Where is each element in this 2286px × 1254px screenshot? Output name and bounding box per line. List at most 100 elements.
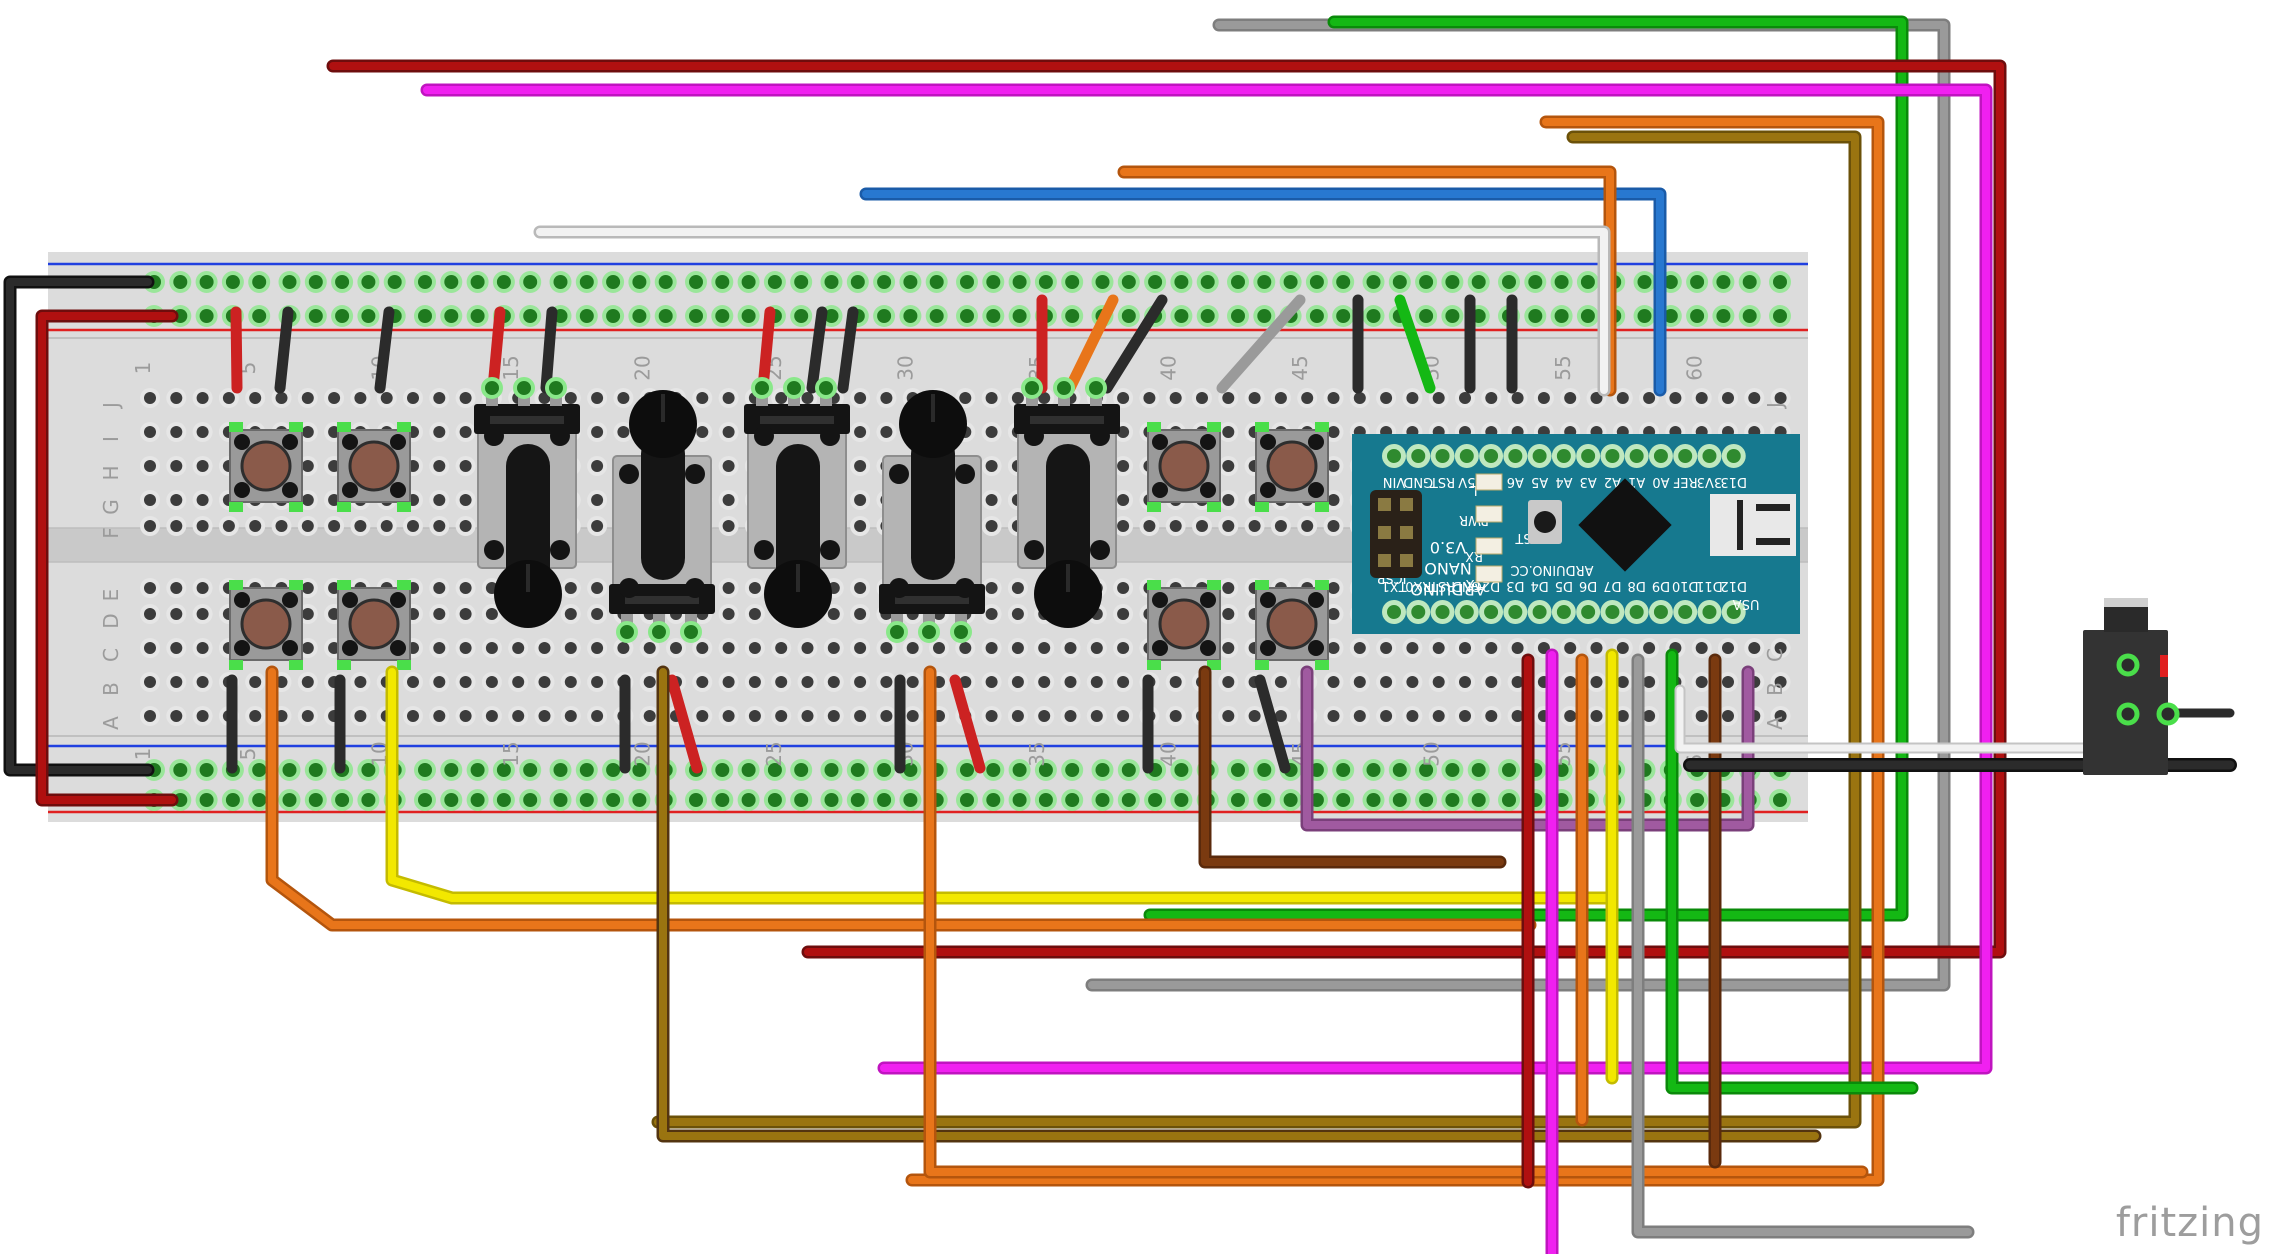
nano-pin-rx0[interactable]: RX0 bbox=[1405, 578, 1431, 624]
breadboard-hole[interactable] bbox=[245, 672, 266, 692]
breadboard-hole[interactable] bbox=[166, 422, 187, 442]
power-rail-hole[interactable] bbox=[575, 271, 598, 293]
power-rail-hole[interactable] bbox=[1170, 789, 1193, 811]
power-rail-hole[interactable] bbox=[711, 789, 734, 811]
breadboard-hole[interactable] bbox=[771, 672, 792, 692]
breadboard-hole[interactable] bbox=[718, 638, 739, 658]
breadboard-hole[interactable] bbox=[692, 672, 713, 692]
nano-pin-a5[interactable]: A5 bbox=[1527, 444, 1552, 489]
breadboard-hole[interactable] bbox=[1349, 672, 1370, 692]
power-rail-hole[interactable] bbox=[492, 759, 515, 781]
power-rail-hole[interactable] bbox=[1253, 789, 1276, 811]
power-rail-hole[interactable] bbox=[1415, 759, 1438, 781]
power-rail-hole[interactable] bbox=[278, 789, 301, 811]
power-rail-hole[interactable] bbox=[1550, 271, 1573, 293]
breadboard-hole[interactable] bbox=[797, 706, 818, 726]
power-rail-hole[interactable] bbox=[602, 789, 625, 811]
breadboard-hole[interactable] bbox=[639, 638, 660, 658]
breadboard-hole[interactable] bbox=[140, 578, 160, 598]
power-rail-hole[interactable] bbox=[440, 271, 463, 293]
power-rail-hole[interactable] bbox=[1388, 759, 1411, 781]
nano-pin-d6[interactable]: D6 bbox=[1576, 578, 1601, 624]
power-rail-hole[interactable] bbox=[956, 789, 978, 811]
power-rail-hole[interactable] bbox=[763, 759, 786, 781]
breadboard-hole[interactable] bbox=[744, 578, 765, 598]
breadboard-hole[interactable] bbox=[981, 672, 1002, 692]
nano-pin-tx1[interactable]: TX1 bbox=[1381, 578, 1408, 624]
breadboard-hole[interactable] bbox=[1639, 388, 1660, 408]
breadboard-hole[interactable] bbox=[639, 672, 660, 692]
breadboard-hole[interactable] bbox=[666, 638, 686, 658]
potentiometer[interactable] bbox=[744, 377, 850, 628]
breadboard-hole[interactable] bbox=[429, 604, 450, 624]
breadboard-hole[interactable] bbox=[1060, 672, 1081, 692]
power-rail-hole[interactable] bbox=[440, 759, 463, 781]
power-rail-hole[interactable] bbox=[982, 759, 1005, 781]
breadboard-hole[interactable] bbox=[1691, 638, 1712, 658]
power-rail-hole[interactable] bbox=[1388, 789, 1411, 811]
power-rail-hole[interactable] bbox=[1227, 305, 1249, 327]
breadboard-hole[interactable] bbox=[692, 422, 713, 442]
pushbutton[interactable] bbox=[229, 422, 303, 512]
breadboard-hole[interactable] bbox=[929, 638, 949, 658]
breadboard-hole[interactable] bbox=[350, 706, 371, 726]
nano-pin-a0[interactable]: A0 bbox=[1648, 444, 1673, 489]
power-rail-hole[interactable] bbox=[221, 789, 244, 811]
breadboard-hole[interactable] bbox=[1165, 672, 1186, 692]
power-rail-hole[interactable] bbox=[1498, 271, 1520, 293]
power-rail-hole[interactable] bbox=[1227, 789, 1249, 811]
breadboard-hole[interactable] bbox=[218, 516, 239, 536]
power-rail-hole[interactable] bbox=[899, 789, 922, 811]
breadboard-hole[interactable] bbox=[403, 516, 423, 536]
breadboard-hole[interactable] bbox=[955, 388, 976, 408]
breadboard-hole[interactable] bbox=[455, 490, 476, 510]
breadboard-hole[interactable] bbox=[1770, 672, 1791, 692]
breadboard-hole[interactable] bbox=[718, 604, 739, 624]
power-rail-hole[interactable] bbox=[248, 271, 271, 293]
breadboard-hole[interactable] bbox=[429, 672, 450, 692]
power-rail-hole[interactable] bbox=[414, 759, 436, 781]
power-rail-hole[interactable] bbox=[466, 305, 489, 327]
nano-pin-d12[interactable]: D12 bbox=[1720, 578, 1747, 624]
breadboard-hole[interactable] bbox=[587, 490, 608, 510]
breadboard-hole[interactable] bbox=[1297, 388, 1318, 408]
breadboard-hole[interactable] bbox=[955, 638, 976, 658]
power-rail-hole[interactable] bbox=[248, 759, 271, 781]
breadboard-hole[interactable] bbox=[1218, 604, 1239, 624]
breadboard-hole[interactable] bbox=[455, 388, 476, 408]
breadboard-hole[interactable] bbox=[1165, 516, 1186, 536]
breadboard-hole[interactable] bbox=[1270, 516, 1291, 536]
breadboard-hole[interactable] bbox=[508, 672, 529, 692]
power-rail-hole[interactable] bbox=[602, 271, 625, 293]
power-rail-hole[interactable] bbox=[304, 759, 327, 781]
breadboard-hole[interactable] bbox=[1007, 578, 1028, 598]
breadboard-hole[interactable] bbox=[1086, 638, 1107, 658]
breadboard-hole[interactable] bbox=[744, 672, 765, 692]
breadboard-hole[interactable] bbox=[587, 578, 608, 598]
breadboard-hole[interactable] bbox=[692, 388, 713, 408]
breadboard-hole[interactable] bbox=[429, 388, 450, 408]
breadboard-hole[interactable] bbox=[560, 706, 581, 726]
power-rail-hole[interactable] bbox=[711, 305, 734, 327]
power-rail-hole[interactable] bbox=[1712, 271, 1735, 293]
arduino-nano[interactable]: VINGNDRST5VA7A6A5A4A3A2A1A0REF3V3D13TX1R… bbox=[1352, 434, 1800, 634]
power-rail-hole[interactable] bbox=[1034, 789, 1057, 811]
power-rail-hole[interactable] bbox=[440, 789, 463, 811]
breadboard-hole[interactable] bbox=[1323, 388, 1344, 408]
power-rail-hole[interactable] bbox=[982, 305, 1005, 327]
power-rail-hole[interactable] bbox=[1117, 759, 1140, 781]
power-rail-hole[interactable] bbox=[1362, 789, 1385, 811]
power-rail-hole[interactable] bbox=[1467, 759, 1490, 781]
breadboard-hole[interactable] bbox=[1218, 706, 1239, 726]
power-rail-hole[interactable] bbox=[1498, 759, 1520, 781]
breadboard-hole[interactable] bbox=[1560, 388, 1581, 408]
nano-pin-d3[interactable]: D3 bbox=[1503, 578, 1528, 624]
breadboard-hole[interactable] bbox=[823, 638, 844, 658]
breadboard-hole[interactable] bbox=[1586, 638, 1607, 658]
breadboard-hole[interactable] bbox=[718, 456, 739, 476]
breadboard-hole[interactable] bbox=[850, 706, 871, 726]
power-rail-hole[interactable] bbox=[737, 789, 760, 811]
breadboard-hole[interactable] bbox=[1560, 672, 1581, 692]
breadboard-hole[interactable] bbox=[1218, 638, 1239, 658]
nano-pin-a4[interactable]: A4 bbox=[1551, 444, 1576, 489]
